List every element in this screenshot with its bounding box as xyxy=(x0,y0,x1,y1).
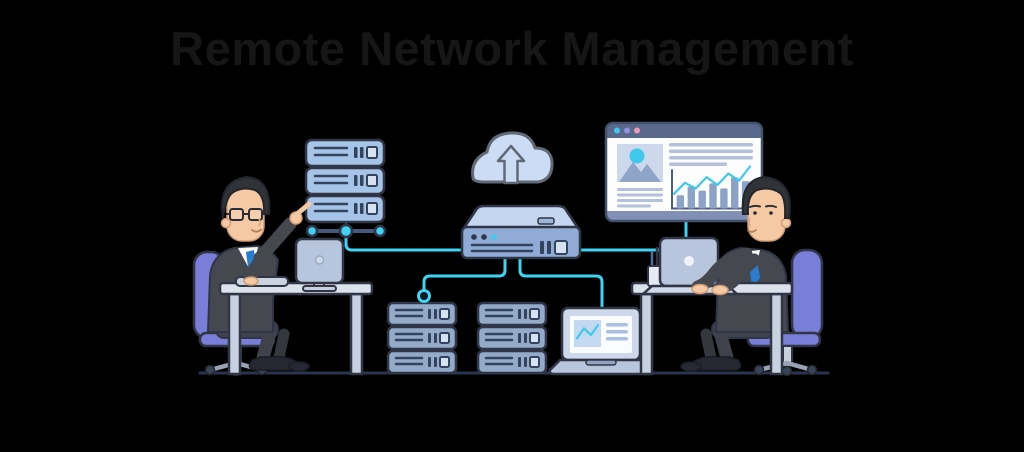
sun-icon xyxy=(629,148,645,164)
text-lines xyxy=(617,143,753,208)
status-led xyxy=(471,234,477,240)
hand xyxy=(243,276,259,286)
hair xyxy=(221,175,271,219)
connector-node-icon xyxy=(417,289,431,303)
mountain-icon xyxy=(619,162,661,182)
server-unit xyxy=(304,194,386,224)
server-unit xyxy=(386,301,458,327)
line-series xyxy=(672,165,752,195)
chart-panel xyxy=(574,320,601,347)
upload-arrow-icon xyxy=(496,144,526,185)
ear xyxy=(780,217,792,229)
server-unit xyxy=(476,349,548,375)
hand xyxy=(691,283,709,295)
window-control-dots xyxy=(614,127,640,134)
laptop-logo-icon xyxy=(684,256,694,266)
image-placeholder xyxy=(617,144,663,182)
laptop-monitoring xyxy=(548,306,654,376)
hub-node-icon xyxy=(305,224,319,238)
status-led xyxy=(481,234,487,240)
glasses-icon xyxy=(226,208,263,221)
server-unit xyxy=(476,325,548,351)
server-rack-left xyxy=(304,138,386,224)
hub-node-icon xyxy=(373,224,387,238)
dashboard-window xyxy=(604,121,764,223)
server-unit xyxy=(386,349,458,375)
server-rack-bottom-left xyxy=(386,289,458,375)
cloud-upload-icon xyxy=(471,131,554,185)
server-unit xyxy=(304,138,386,168)
network-router xyxy=(460,204,582,260)
server-unit xyxy=(476,301,548,327)
network-hub-nodes xyxy=(305,222,387,239)
hand xyxy=(711,284,729,296)
window-footer xyxy=(606,211,762,221)
window-titlebar xyxy=(606,123,762,138)
server-unit xyxy=(386,325,458,351)
admin-left-arms-head xyxy=(220,175,312,286)
ear xyxy=(220,217,232,229)
monitor-logo-icon xyxy=(314,255,325,265)
hair xyxy=(741,175,791,219)
status-led xyxy=(491,234,497,240)
face xyxy=(747,188,786,242)
admin-right-arms-head xyxy=(691,175,792,296)
dashboard-chart xyxy=(671,165,753,210)
server-unit xyxy=(304,166,386,196)
line-chart xyxy=(575,323,600,340)
monitor-left xyxy=(294,237,345,292)
server-rack-bottom-right xyxy=(476,301,548,375)
text-lines xyxy=(606,323,628,341)
hub-node-icon xyxy=(338,223,354,239)
page-title: Remote Network Management xyxy=(170,22,854,75)
